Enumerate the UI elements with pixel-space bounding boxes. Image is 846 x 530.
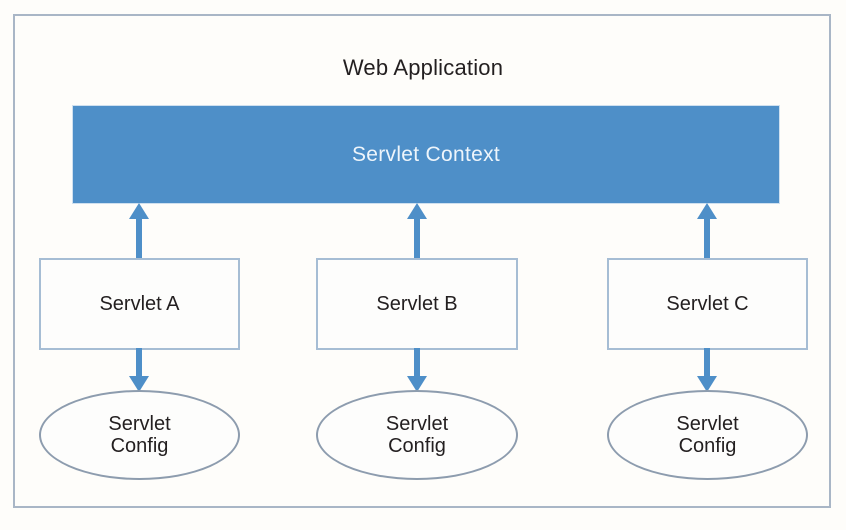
servlet-box-b[interactable]: Servlet B [316,258,518,350]
servlet-box-c[interactable]: Servlet C [607,258,808,350]
servlet-config-a-line1: Servlet [108,412,171,435]
servlet-context-label: Servlet Context [351,142,501,166]
arrow-down-servlet-c-to-config [694,348,720,392]
arrow-down-servlet-b-to-config [404,348,430,392]
servlet-box-b-label: Servlet B [376,292,458,315]
servlet-config-ellipse-c[interactable]: Servlet Config [607,390,808,480]
arrow-up-servlet-c-to-context [694,203,720,261]
arrow-down-servlet-a-to-config [126,348,152,392]
servlet-config-b-line2: Config [388,435,446,457]
servlet-config-ellipse-b[interactable]: Servlet Config [316,390,518,480]
servlet-box-a-label: Servlet A [99,292,180,315]
arrow-up-servlet-a-to-context [126,203,152,261]
servlet-config-c-line2: Config [678,435,737,457]
servlet-config-c-line1: Servlet [676,412,739,435]
servlet-config-ellipse-a[interactable]: Servlet Config [39,390,240,480]
servlet-config-b-line1: Servlet [385,412,449,435]
servlet-box-c-label: Servlet C [666,292,749,315]
arrow-up-servlet-b-to-context [404,203,430,261]
servlet-context-bar: Servlet Context [72,105,780,204]
servlet-box-a[interactable]: Servlet A [39,258,240,350]
page-title: Web Application [342,55,504,80]
servlet-config-a-line2: Config [110,435,169,457]
